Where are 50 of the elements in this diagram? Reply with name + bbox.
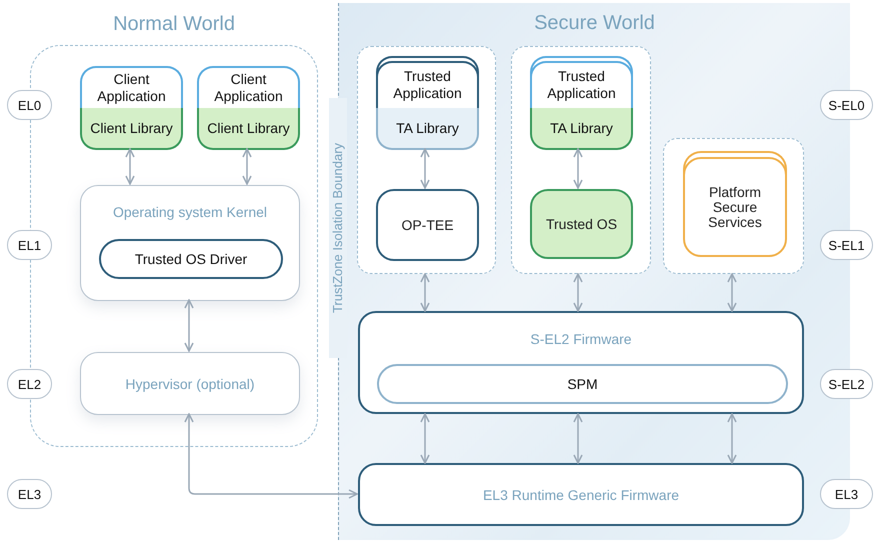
layer-box (80, 185, 300, 301)
library-label: TA Library (376, 108, 479, 150)
box-title: S-EL2 Firmware (530, 331, 632, 347)
component-card: Trusted OS (530, 189, 633, 259)
dashed-group (663, 138, 804, 274)
double-arrow (242, 148, 252, 185)
double-arrow (573, 413, 583, 464)
box-title: Operating system Kernel (112, 204, 268, 220)
layer-box (358, 311, 804, 414)
level-pill: S-EL1 (820, 230, 873, 260)
library-label: TA Library (530, 108, 633, 150)
level-pill: EL2 (7, 369, 52, 399)
double-arrow (727, 413, 737, 464)
app-label: Trusted Application (530, 61, 633, 108)
dashed-group (357, 46, 496, 274)
double-arrow (125, 148, 135, 185)
level-pill: EL1 (7, 230, 52, 260)
component-pill: Trusted OS Driver (99, 239, 283, 279)
layer-box (358, 463, 804, 526)
stacked-app-card (376, 56, 479, 150)
component-pill: SPM (377, 364, 788, 404)
region-heading: Normal World (112, 13, 236, 36)
boundary-label: TrustZone Isolation Boundary (329, 98, 347, 358)
stacked-app-card (530, 56, 633, 150)
double-arrow (184, 413, 358, 499)
box-title: EL3 Runtime Generic Firmware (482, 486, 680, 502)
app-label: Client Application (80, 66, 183, 108)
level-pill: S-EL2 (820, 369, 873, 399)
double-arrow (184, 299, 194, 352)
component-card: OP-TEE (376, 189, 479, 261)
double-arrow (727, 273, 737, 312)
level-pill: EL3 (7, 479, 52, 509)
app-card (80, 66, 183, 150)
layer-box (80, 352, 300, 415)
box-title: Hypervisor (optional) (125, 376, 255, 392)
level-pill: EL0 (7, 90, 52, 120)
double-arrow (573, 148, 583, 189)
double-arrow (573, 273, 583, 312)
app-card (197, 66, 300, 150)
level-pill: EL3 (820, 479, 873, 509)
library-label: Client Library (197, 108, 300, 150)
app-label: Client Application (197, 66, 300, 108)
app-label: Trusted Application (376, 61, 479, 108)
level-pill: S-EL0 (820, 90, 873, 120)
double-arrow (420, 413, 430, 464)
library-label: Client Library (80, 108, 183, 150)
dashed-group (511, 46, 651, 274)
double-arrow (420, 148, 430, 189)
region-heading: Secure World (533, 12, 656, 35)
double-arrow (420, 273, 430, 312)
